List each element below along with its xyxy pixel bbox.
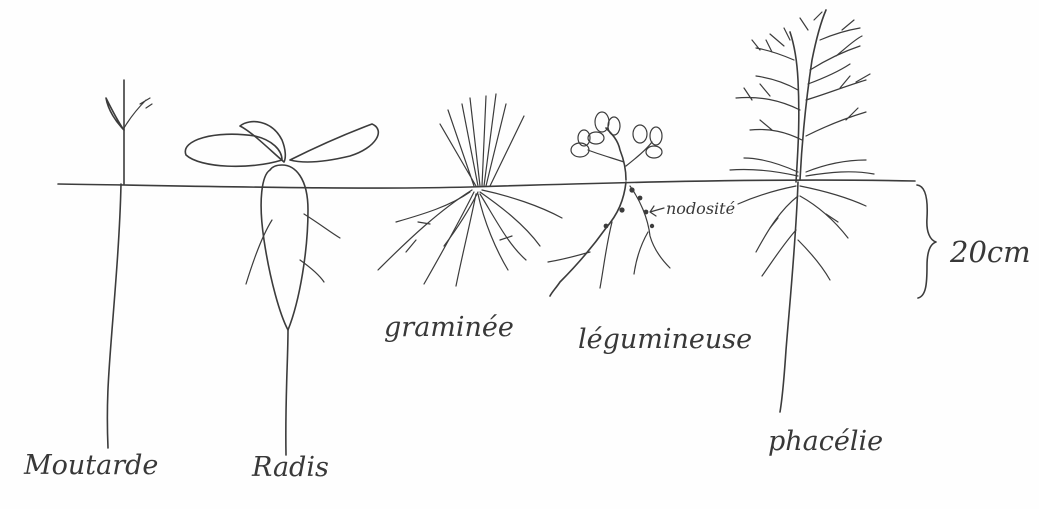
label-phacelie: phacélie: [768, 426, 883, 457]
label-radis: Radis: [251, 452, 329, 483]
nodule: [604, 224, 609, 229]
label-graminee: graminée: [384, 312, 514, 343]
nodule: [650, 224, 654, 228]
radis-plant: [185, 122, 378, 455]
moutarde-plant: [106, 80, 152, 448]
nodule: [629, 187, 634, 192]
label-depth: 20cm: [949, 235, 1031, 269]
nodule: [638, 196, 643, 201]
label-moutarde: Moutarde: [23, 450, 158, 481]
graminee-plant: [378, 94, 562, 286]
nodule: [644, 210, 649, 215]
label-legumineuse: légumineuse: [578, 324, 752, 355]
label-nodosite: nodosité: [666, 199, 735, 218]
nodule: [619, 207, 624, 212]
legumineuse-plant: [548, 112, 670, 296]
depth-brace: [917, 185, 936, 298]
